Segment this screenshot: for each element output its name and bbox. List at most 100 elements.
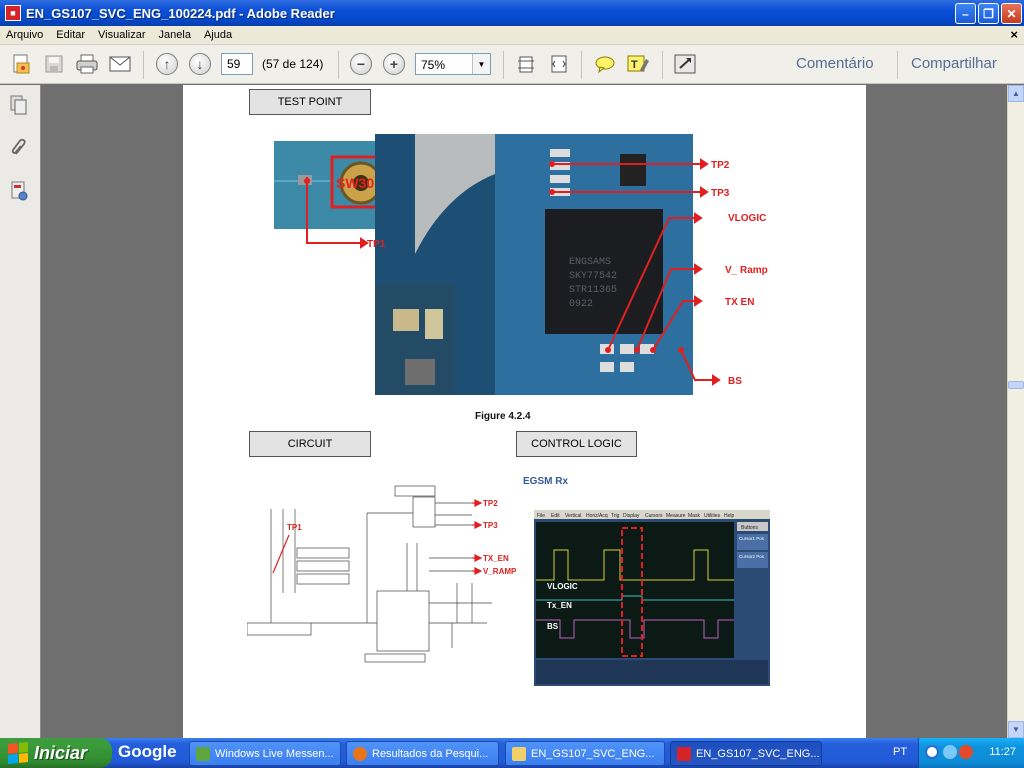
print-icon[interactable] — [75, 53, 99, 75]
firefox-icon — [353, 746, 367, 761]
test-point-label: TEST POINT — [249, 89, 371, 115]
windows-logo-icon — [8, 741, 28, 765]
task-messenger[interactable]: Windows Live Messen... — [189, 741, 341, 766]
menu-bar: Arquivo Editar Visualizar Janela Ajuda × — [0, 26, 1024, 45]
messenger-icon — [196, 746, 210, 761]
page-number-input[interactable]: 59 — [221, 53, 253, 75]
arrow-down-icon: ↓ — [189, 53, 211, 75]
figure-caption: Figure 4.2.4 — [475, 411, 531, 422]
scope-cursor1-label: Cursor1 Pos — [739, 536, 765, 541]
pdf-icon: ■ — [5, 5, 21, 21]
scope-cursor2-label: Cursor2 Pos — [739, 554, 765, 559]
scope-menu-horiz: Horiz/Acq — [586, 513, 608, 519]
restore-button[interactable]: ❐ — [978, 3, 999, 24]
signatures-icon[interactable] — [8, 179, 30, 203]
scope-menu-trig: Trig — [611, 513, 620, 519]
window-controls: – ❐ ✕ — [955, 3, 1022, 24]
plus-icon: + — [383, 53, 405, 75]
google-toolbar[interactable]: Google — [118, 742, 177, 761]
start-button[interactable]: Iniciar — [0, 738, 112, 768]
zoom-in-button[interactable]: + — [382, 53, 406, 75]
document-close-button[interactable]: × — [1010, 27, 1018, 42]
task-adobe-reader[interactable]: EN_GS107_SVC_ENG... — [670, 741, 822, 766]
scope-menu-file: File — [537, 513, 545, 519]
circuit-tp2-label: TP2 — [483, 499, 498, 508]
tray-expand-icon[interactable] — [925, 745, 939, 759]
highlight-text-icon[interactable]: T — [626, 53, 650, 75]
sw301-label: SW301 — [336, 175, 382, 191]
pdf-page: TEST POINT SW301 ENGSAMS SKY77542 STR — [183, 85, 866, 738]
save-icon[interactable] — [42, 53, 66, 75]
vertical-scrollbar[interactable]: ▲ ▼ — [1007, 85, 1024, 738]
circuit-txen-label: TX_EN — [483, 554, 509, 563]
control-logic-label: CONTROL LOGIC — [516, 431, 637, 457]
circuit-tp1-label: TP1 — [287, 523, 302, 532]
window-title: EN_GS107_SVC_ENG_100224.pdf - Adobe Read… — [26, 5, 335, 21]
circuit-vramp-label: V_RAMP — [483, 567, 517, 576]
oscilloscope-screenshot: File Edit Vertical Horiz/Acq Trig Displa… — [534, 510, 770, 686]
tp2-label: TP2 — [711, 160, 730, 171]
toolbar: ↑ ↓ 59 (57 de 124) − + 75% ▼ T Comentári… — [0, 45, 1024, 84]
zoom-out-button[interactable]: − — [349, 53, 373, 75]
chip-marking-1: ENGSAMS — [569, 257, 611, 268]
arrow-up-icon: ↑ — [156, 53, 178, 75]
chip-marking-4: 0922 — [569, 299, 593, 310]
scope-bs-label: BS — [547, 622, 559, 631]
scope-txen-label: Tx_EN — [547, 601, 572, 610]
svg-text:T: T — [631, 59, 638, 71]
attachments-icon[interactable] — [8, 135, 30, 159]
task-folder[interactable]: EN_GS107_SVC_ENG... — [505, 741, 665, 766]
folder-icon — [512, 746, 526, 761]
close-button[interactable]: ✕ — [1001, 3, 1022, 24]
comment-panel-button[interactable]: Comentário — [796, 55, 874, 72]
scroll-down-button[interactable]: ▼ — [1008, 721, 1024, 738]
clock: 11:27 — [989, 746, 1016, 758]
scroll-up-button[interactable]: ▲ — [1008, 85, 1024, 102]
menu-editar[interactable]: Editar — [56, 29, 86, 41]
scope-menu-measure: Measure — [666, 513, 686, 519]
chevron-down-icon[interactable]: ▼ — [472, 54, 490, 74]
circuit-label: CIRCUIT — [249, 431, 371, 457]
scope-menu-edit: Edit — [551, 513, 560, 519]
scope-vlogic-label: VLOGIC — [547, 582, 578, 591]
vramp-label: V_ Ramp — [725, 265, 768, 276]
share-panel-button[interactable]: Compartilhar — [911, 55, 997, 72]
language-indicator[interactable]: PT — [893, 746, 908, 758]
next-page-button[interactable]: ↓ — [188, 53, 212, 75]
menu-ajuda[interactable]: Ajuda — [203, 29, 233, 41]
circuit-schematic: TP1 TP2 TP3 TX_EN V_RAMP — [247, 485, 517, 663]
minimize-button[interactable]: – — [955, 3, 976, 24]
pages-icon[interactable] — [8, 93, 30, 117]
scroll-thumb[interactable] — [1008, 381, 1024, 389]
comment-icon[interactable] — [593, 53, 617, 75]
egsm-rx-label: EGSM Rx — [523, 476, 569, 487]
document-viewport[interactable]: TEST POINT SW301 ENGSAMS SKY77542 STR — [42, 85, 1007, 738]
email-icon[interactable] — [108, 53, 132, 75]
zoom-select[interactable]: 75% ▼ — [415, 53, 491, 75]
menu-arquivo[interactable]: Arquivo — [6, 29, 44, 41]
scope-menu-cursors: Cursors — [645, 513, 663, 519]
navigation-panel — [0, 85, 41, 738]
scope-menu-help: Help — [724, 513, 735, 519]
menu-visualizar[interactable]: Visualizar — [98, 29, 146, 41]
task-firefox[interactable]: Resultados da Pesqui... — [346, 741, 499, 766]
vlogic-label: VLOGIC — [728, 213, 766, 224]
txen-label: TX EN — [725, 297, 754, 308]
previous-page-button[interactable]: ↑ — [155, 53, 179, 75]
scope-menu-utilities: Utilities — [704, 513, 721, 519]
test-point-annotations: TP1 TP2 TP3 VLOGIC V_ Ramp TX EN BS — [306, 158, 768, 387]
network-icon[interactable] — [943, 745, 957, 759]
tp3-label: TP3 — [711, 188, 730, 199]
page-count: (57 de 124) — [262, 57, 324, 71]
security-icon[interactable] — [959, 745, 973, 759]
create-pdf-icon[interactable] — [9, 53, 33, 75]
fit-page-icon[interactable] — [514, 53, 538, 75]
scope-menu-mask: Mask — [688, 513, 700, 519]
fit-width-icon[interactable] — [547, 53, 571, 75]
fullscreen-icon[interactable] — [673, 53, 697, 75]
bs-label: BS — [728, 376, 742, 387]
tp1-label: TP1 — [367, 239, 386, 250]
menu-janela[interactable]: Janela — [158, 29, 191, 41]
board-photo: ENGSAMS SKY77542 STR11365 0922 — [375, 134, 693, 395]
circuit-tp3-label: TP3 — [483, 521, 498, 530]
